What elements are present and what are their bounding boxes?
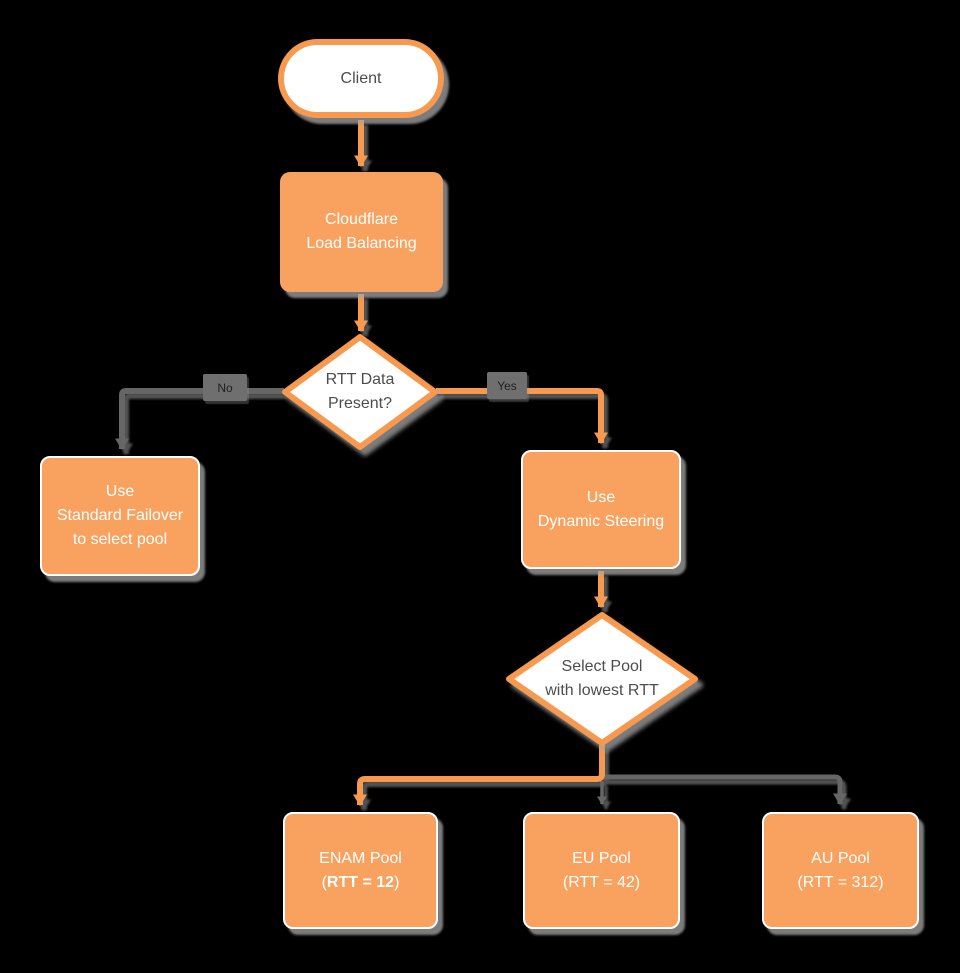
decision-rtt-data-present: RTT Data Present? (281, 333, 439, 451)
edge-no-to-standard-failover (115, 388, 284, 451)
node-use-dynamic-steering: Use Dynamic Steering (521, 450, 681, 569)
node-au-pool: AU Pool (RTT = 312) (762, 812, 919, 929)
eu-pool-name: EU Pool (572, 849, 631, 867)
enam-pool-name: ENAM Pool (319, 849, 402, 867)
client-label: Client (340, 69, 382, 87)
use-standard-failover-label: Use Standard Failover to select pool (56, 483, 184, 548)
node-enam-pool: ENAM Pool (RTT = 12) (283, 812, 438, 929)
enam-pool-label: ENAM Pool (RTT = 12) (319, 847, 402, 895)
edge-junction-to-au-pool (602, 774, 847, 806)
au-pool-rtt: (RTT = 312) (797, 873, 884, 891)
cloudflare-load-balancing-label: Cloudflare Load Balancing (306, 211, 417, 252)
node-eu-pool: EU Pool (RTT = 42) (523, 812, 680, 929)
node-cloudflare-load-balancing: Cloudflare Load Balancing (280, 172, 443, 292)
edge-yes-to-dynamic-steering (436, 388, 608, 445)
eu-pool-rtt: (RTT = 42) (562, 873, 641, 891)
eu-pool-label: EU Pool (RTT = 42) (563, 847, 640, 895)
node-use-standard-failover: Use Standard Failover to select pool (40, 456, 200, 576)
au-pool-name: AU Pool (811, 849, 870, 867)
node-client: Client (278, 39, 444, 118)
edge-select-pool-to-enam (353, 745, 605, 807)
edge-label-no: No (203, 374, 247, 401)
au-pool-label: AU Pool (RTT = 312) (797, 847, 883, 895)
rtt-decision-label: RTT Data Present? (325, 371, 395, 412)
enam-pool-rtt: (RTT = 12) (321, 873, 400, 891)
select-pool-diamond-shape (506, 612, 698, 746)
select-pool-label: Select Pool with lowest RTT (545, 658, 659, 699)
use-dynamic-steering-label: Use Dynamic Steering (537, 488, 665, 530)
edge-label-yes: Yes (487, 372, 527, 399)
decision-select-pool: Select Pool with lowest RTT (505, 611, 699, 747)
rtt-diamond-shape (282, 334, 438, 450)
